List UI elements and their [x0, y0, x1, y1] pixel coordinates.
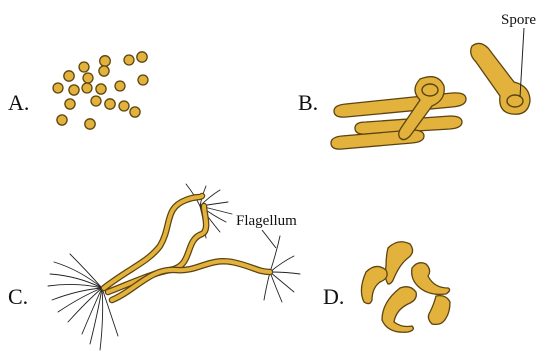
flagella-tuft-top	[186, 184, 232, 238]
comma-vibrio-icon	[361, 242, 450, 333]
vibrio-cell	[382, 287, 416, 333]
panel-d-letter: D.	[323, 284, 344, 309]
coccus	[119, 101, 129, 111]
coccus	[57, 115, 67, 125]
spore-callout: Spore	[501, 12, 536, 28]
coccus	[85, 119, 95, 129]
panel-a: A.	[8, 52, 148, 129]
coccus	[96, 84, 106, 94]
flagellum-leader-line	[262, 230, 276, 248]
panel-d: D.	[323, 242, 450, 333]
flagella-tuft-left	[48, 254, 118, 350]
panel-b: B. Spore	[298, 12, 536, 149]
vibrio-cell	[412, 263, 450, 295]
coccus	[105, 99, 115, 109]
vibrio-cell	[361, 266, 387, 303]
flagellum-callout: Flagellum	[236, 213, 297, 229]
coccus	[99, 66, 109, 76]
flagellated-spirilla-icon	[48, 184, 300, 350]
coccus	[137, 52, 147, 62]
rod-cell	[334, 93, 466, 117]
coccus	[65, 99, 75, 109]
coccus	[53, 83, 63, 93]
vibrio-cell	[428, 296, 450, 325]
coccus	[69, 85, 79, 95]
panel-a-letter: A.	[8, 90, 29, 115]
coccus	[115, 81, 125, 91]
cocci-cluster-icon	[53, 52, 148, 129]
panel-c-letter: C.	[8, 284, 28, 309]
spore-forming-bacilli-icon	[331, 28, 530, 149]
coccus	[130, 107, 140, 117]
coccus	[91, 96, 101, 106]
panel-b-letter: B.	[298, 90, 318, 115]
coccus	[138, 75, 148, 85]
coccus	[83, 73, 93, 83]
coccus	[64, 71, 74, 81]
coccus	[100, 56, 111, 67]
vibrio-cell	[385, 242, 412, 284]
coccus	[79, 62, 89, 72]
panel-c: C.	[8, 184, 300, 350]
coccus	[82, 83, 92, 93]
coccus	[124, 55, 134, 65]
